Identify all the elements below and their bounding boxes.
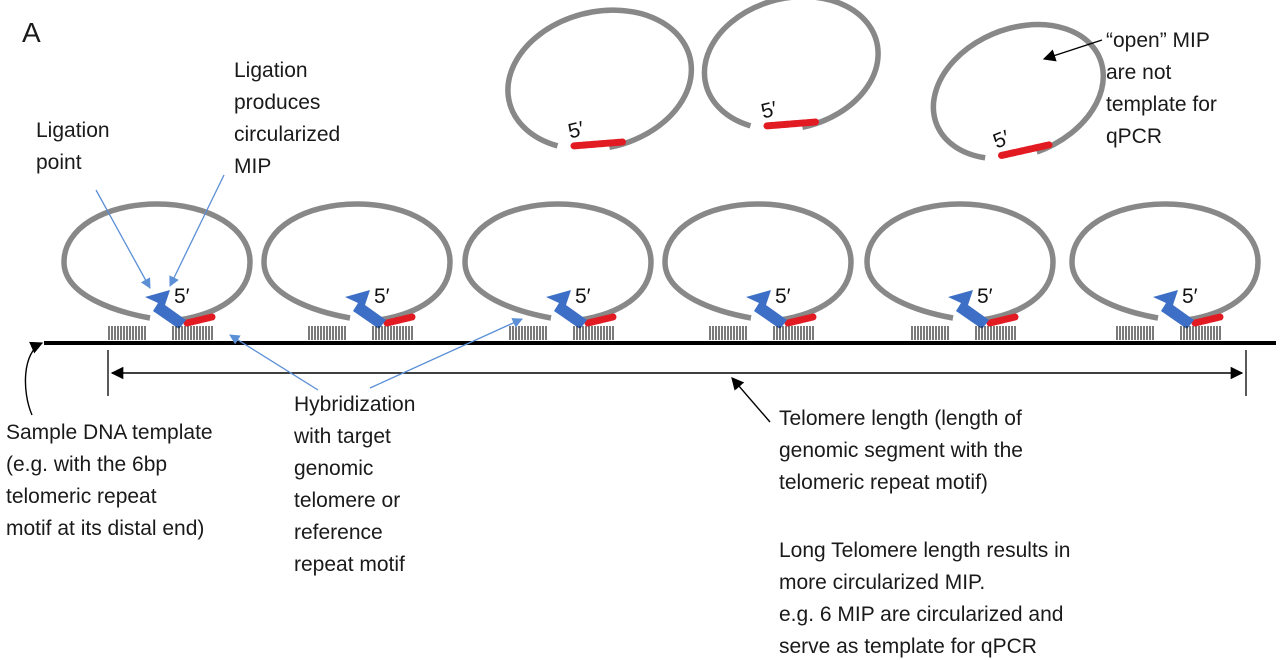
circ-mip-4-5prime: 5′: [775, 285, 791, 308]
open-mip-label: “open” MIP are not template for qPCR: [1106, 29, 1223, 148]
open-mip-3-5prime: 5′: [990, 126, 1013, 153]
circularized-mip-1: 5′: [61, 201, 253, 340]
circ-mip-6-5prime: 5′: [1182, 285, 1198, 308]
ligation-produces-label: Ligation produces circularized MIP: [234, 59, 346, 178]
long-telomere-label: Long Telomere length results in more cir…: [779, 539, 1076, 658]
panel-letter: A: [22, 17, 41, 48]
open-mip-2-5prime: 5′: [759, 97, 780, 123]
telomere-length-label: Telomere length (length of genomic segme…: [779, 407, 1029, 494]
telomere-length-pointer: [731, 377, 771, 423]
circ-mip-3-5prime: 5′: [575, 285, 591, 308]
circularized-mip-3: 5′: [462, 201, 654, 340]
circularized-mip-2: 5′: [261, 201, 453, 340]
open-mip-2: 5′: [701, 0, 881, 131]
sample-dna-pointer: [24, 341, 44, 416]
sample-dna-label: Sample DNA template (e.g. with the 6bp t…: [6, 421, 218, 540]
open-mip-1-5prime: 5′: [566, 117, 587, 143]
ligation-point-pointer: [95, 189, 151, 289]
circ-mip-2-5prime: 5′: [374, 285, 390, 308]
circ-mip-5-5prime: 5′: [977, 285, 993, 308]
hybridization-pointer-1: [229, 334, 319, 391]
ligation-produces-pointer: [169, 174, 225, 287]
circularized-mip-5: 5′: [864, 201, 1056, 340]
circ-mip-1-5prime: 5′: [174, 285, 190, 308]
circularized-mip-4: 5′: [662, 201, 854, 340]
open-mip-1: 5′: [505, 7, 695, 151]
open-mip-pointer: [1042, 39, 1103, 62]
hybridization-pointer-2: [369, 318, 523, 389]
circularized-mip-6: 5′: [1069, 201, 1261, 340]
open-mip-3: 5′: [930, 21, 1106, 161]
hybridization-label: Hybridization with target genomic telome…: [293, 393, 421, 576]
ligation-point-label: Ligation point: [36, 119, 115, 174]
